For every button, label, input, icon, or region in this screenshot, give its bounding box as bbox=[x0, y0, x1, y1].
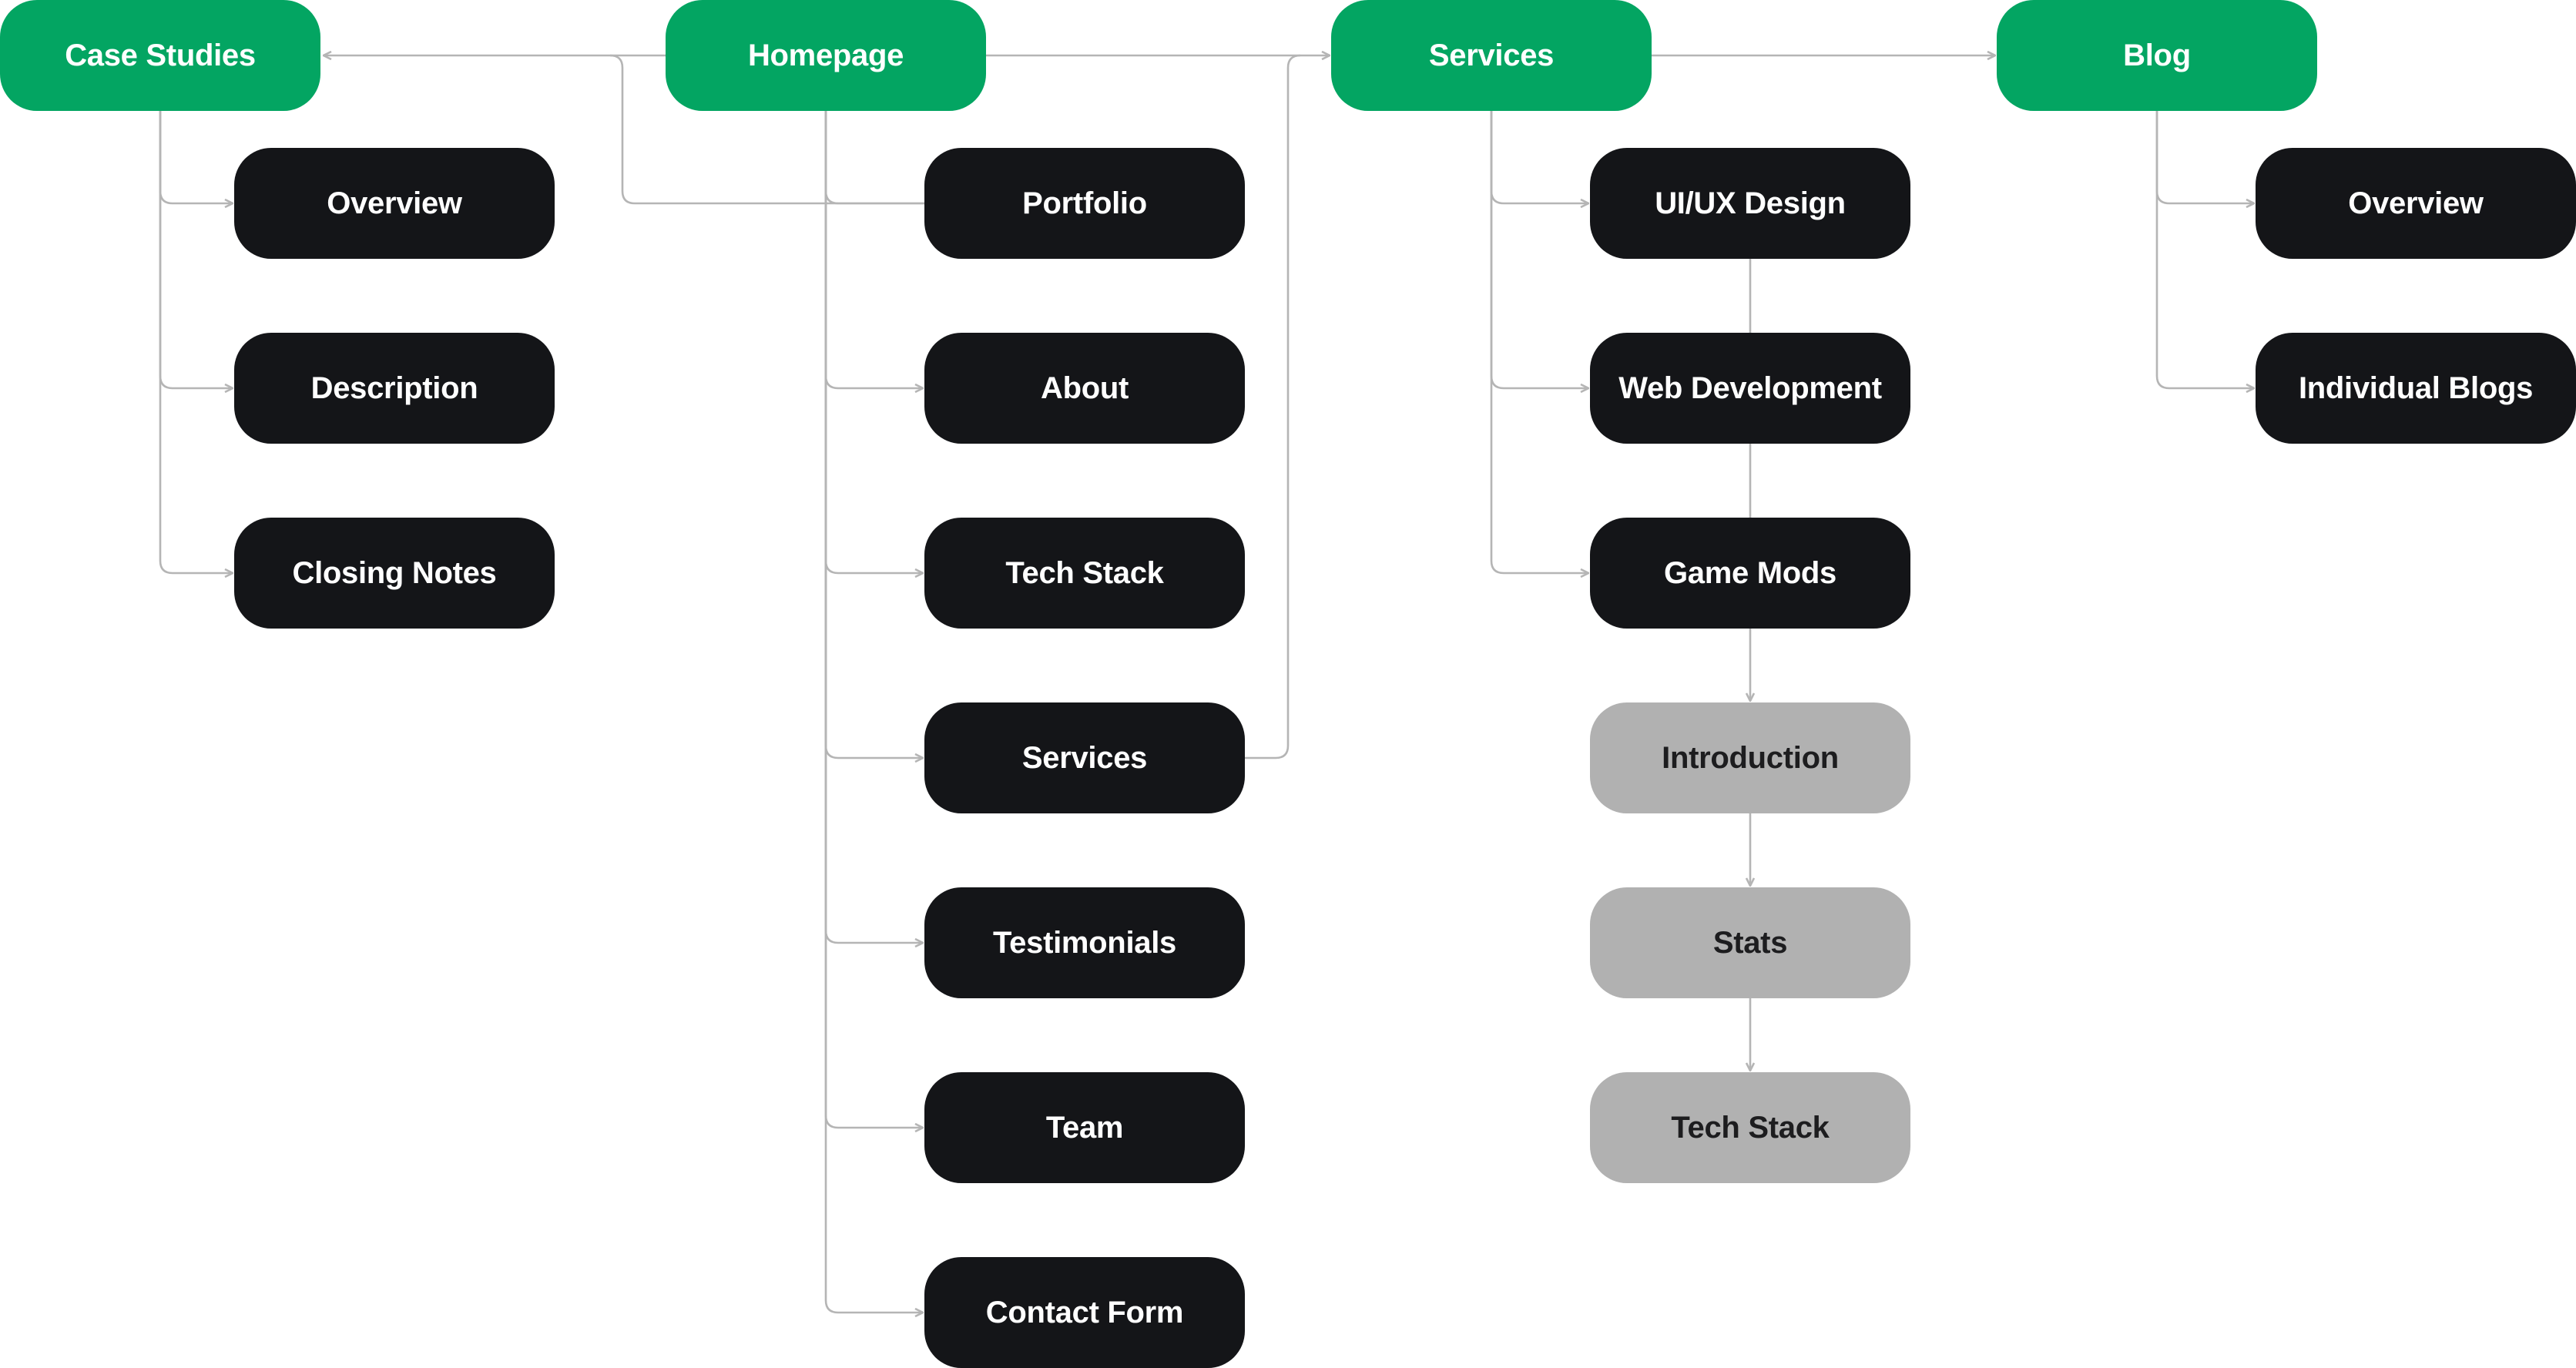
node-services[interactable]: Services bbox=[1331, 0, 1652, 111]
node-services-stats[interactable]: Stats bbox=[1590, 887, 1910, 998]
connector-services-game-mods bbox=[1490, 111, 1588, 573]
connector-blog-individual-blogs bbox=[2155, 111, 2254, 388]
connector-services-uiux bbox=[1490, 111, 1588, 203]
connector-homepage-stem bbox=[824, 111, 924, 205]
node-services-web-development[interactable]: Web Development bbox=[1590, 333, 1910, 444]
connector-case-studies-description bbox=[159, 111, 233, 388]
connector-homepage-tech-stack bbox=[824, 111, 923, 573]
node-blog-individual-blogs[interactable]: Individual Blogs bbox=[2256, 333, 2576, 444]
node-case-studies-description[interactable]: Description bbox=[234, 333, 555, 444]
node-case-studies[interactable]: Case Studies bbox=[0, 0, 320, 111]
connector-case-studies-overview bbox=[159, 111, 233, 203]
connector-homepage-testimonials bbox=[824, 111, 923, 943]
node-blog-overview[interactable]: Overview bbox=[2256, 148, 2576, 259]
node-homepage-tech-stack[interactable]: Tech Stack bbox=[924, 518, 1245, 629]
connector-services-web-development bbox=[1490, 111, 1588, 388]
node-homepage-team[interactable]: Team bbox=[924, 1072, 1245, 1183]
node-homepage-portfolio[interactable]: Portfolio bbox=[924, 148, 1245, 259]
node-services-uiux-design[interactable]: UI/UX Design bbox=[1590, 148, 1910, 259]
connector-blog-overview bbox=[2155, 111, 2254, 203]
node-services-tech-stack[interactable]: Tech Stack bbox=[1590, 1072, 1910, 1183]
node-services-introduction[interactable]: Introduction bbox=[1590, 702, 1910, 813]
node-homepage[interactable]: Homepage bbox=[666, 0, 986, 111]
node-case-studies-overview[interactable]: Overview bbox=[234, 148, 555, 259]
connector-case-studies-closing-notes bbox=[159, 111, 233, 573]
node-homepage-contact-form[interactable]: Contact Form bbox=[924, 1257, 1245, 1368]
connector-homepage-contact-form bbox=[824, 111, 923, 1313]
node-blog[interactable]: Blog bbox=[1997, 0, 2317, 111]
node-services-game-mods[interactable]: Game Mods bbox=[1590, 518, 1910, 629]
connector-homepage-team bbox=[824, 111, 923, 1128]
connector-services-item-services bbox=[1245, 54, 1301, 759]
connector-portfolio-case-studies bbox=[609, 54, 924, 205]
node-homepage-services[interactable]: Services bbox=[924, 702, 1245, 813]
node-case-studies-closing-notes[interactable]: Closing Notes bbox=[234, 518, 555, 629]
node-homepage-testimonials[interactable]: Testimonials bbox=[924, 887, 1245, 998]
connector-homepage-services bbox=[824, 111, 923, 758]
node-homepage-about[interactable]: About bbox=[924, 333, 1245, 444]
connector-homepage-about bbox=[824, 111, 923, 388]
